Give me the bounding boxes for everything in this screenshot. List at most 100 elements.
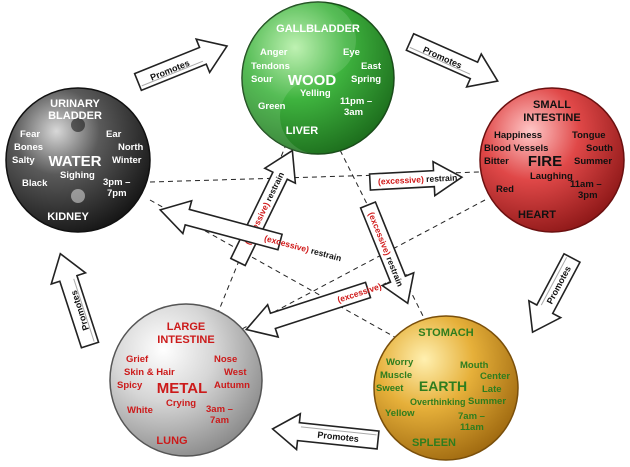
fire-organ-top: SMALL (533, 99, 571, 111)
metal-time: 3am – (206, 404, 233, 415)
yin-yang-swirl (242, 2, 356, 154)
metal-time-2: 7am (210, 415, 229, 426)
metal-taste: Spicy (117, 380, 143, 391)
water-sound: Sighing (60, 170, 95, 181)
metal-element: LARGE INTESTINE Grief Nose Skin & Hair W… (109, 303, 263, 457)
wood-direction: East (361, 61, 382, 72)
earth-organ-top: STOMACH (418, 327, 473, 339)
wood-organ-top: GALLBLADDER (276, 23, 360, 35)
restrain-arrow-wood-earth: (excessive) restrain (359, 200, 415, 305)
fire-organ-top-2: INTESTINE (523, 112, 580, 124)
wood-organ-bottom: LIVER (286, 125, 318, 137)
water-tissue: Bones (14, 142, 43, 153)
fire-organ-bottom: HEART (518, 209, 556, 221)
earth-sense: Mouth (460, 360, 489, 371)
wood-name: WOOD (288, 72, 336, 89)
water-organ-top: URINARY (50, 98, 100, 110)
earth-season-2: Summer (468, 396, 506, 407)
wood-emotion: Anger (260, 47, 288, 58)
metal-direction: West (224, 367, 247, 378)
fire-emotion: Happiness (494, 130, 542, 141)
water-direction: North (118, 142, 144, 153)
metal-color: White (127, 405, 153, 416)
water-circle (5, 87, 151, 233)
water-season: Winter (112, 155, 142, 166)
metal-organ-top: LARGE (167, 321, 206, 333)
wood-element: GALLBLADDER Anger Eye Tendons East Sour … (241, 1, 395, 155)
water-organ-bottom: KIDNEY (47, 211, 89, 223)
fire-time: 11am – (570, 179, 602, 190)
earth-element: STOMACH Worry Mouth Muscle Center Sweet … (373, 315, 519, 461)
wood-sound: Yelling (300, 88, 331, 99)
yin-yang-dot (71, 118, 85, 132)
excessive-label: (excessive) (263, 233, 310, 255)
water-organ-top-2: BLADDER (48, 110, 102, 122)
earth-emotion: Worry (386, 357, 414, 368)
metal-circle (109, 303, 263, 457)
svg-text:(excessive) restrain: (excessive) restrain (366, 211, 405, 288)
metal-emotion: Grief (126, 354, 149, 365)
metal-sense: Nose (214, 354, 237, 365)
promotes-arrow-fire-earth: Promotes (527, 252, 582, 334)
earth-color: Yellow (385, 408, 415, 419)
wood-taste: Sour (251, 74, 273, 85)
yin-yang-dot (71, 189, 85, 203)
earth-sound: Overthinking (410, 397, 466, 407)
earth-taste: Sweet (376, 383, 404, 394)
fire-sense: Tongue (572, 130, 606, 141)
restrain-label: restrain (310, 246, 343, 264)
wood-time: 11pm – (340, 96, 372, 107)
promotes-arrow-earth-metal: Promotes (271, 412, 380, 452)
fire-time-2: 3pm (578, 190, 598, 201)
restrain-arrow-earth-water: (excessive) restrain (158, 199, 343, 264)
water-time-2: 7pm (107, 188, 127, 199)
water-name: WATER (48, 153, 101, 170)
svg-text:(excessive) restrain: (excessive) restrain (378, 172, 458, 186)
restrain-arrow-water-fire: (excessive) restrain (368, 160, 464, 198)
wood-circle (241, 1, 395, 155)
promotes-arrow-water-wood: Promotes (133, 37, 229, 92)
earth-direction: Center (480, 371, 510, 382)
metal-name: METAL (157, 380, 208, 397)
fire-taste: Bitter (484, 156, 509, 167)
promotes-arrow-wood-fire: Promotes (405, 32, 499, 88)
metal-tissue: Skin & Hair (124, 367, 175, 378)
water-taste: Salty (12, 155, 35, 166)
water-time: 3pm – (103, 177, 130, 188)
fire-tissue: Blood Vessels (484, 143, 548, 154)
earth-circle (373, 315, 519, 461)
fire-color: Red (496, 184, 514, 195)
wood-sense: Eye (343, 47, 360, 58)
earth-tissue: Muscle (380, 370, 412, 381)
water-color: Black (22, 178, 48, 189)
water-element: URINARY BLADDER Fear Ear Bones North Sal… (5, 87, 151, 233)
fire-sound: Laughing (530, 171, 573, 182)
fire-direction: South (586, 143, 613, 154)
dashed-line-fire-metal (239, 199, 486, 331)
fire-name: FIRE (528, 153, 562, 170)
metal-sound: Crying (166, 398, 196, 409)
promotes-label: Promotes (317, 430, 359, 444)
wood-tissue: Tendons (251, 61, 290, 72)
earth-season: Late (482, 384, 502, 395)
fire-season: Summer (574, 156, 612, 167)
earth-name: EARTH (419, 378, 467, 394)
earth-time: 7am – (458, 411, 485, 422)
water-emotion: Fear (20, 129, 40, 140)
metal-organ-bottom: LUNG (156, 435, 187, 447)
water-sense: Ear (106, 129, 122, 140)
fire-element: SMALL INTESTINE Happiness Tongue Blood V… (479, 87, 625, 233)
wood-season: Spring (351, 74, 381, 85)
metal-season: Autumn (214, 380, 250, 391)
wood-time-2: 3am (344, 107, 363, 118)
restrain-label: restrain (426, 172, 458, 184)
promotes-arrow-metal-water: Promotes (50, 252, 100, 349)
earth-time-2: 11am (460, 422, 484, 433)
earth-organ-bottom: SPLEEN (412, 437, 456, 449)
excessive-label: (excessive) (378, 174, 424, 186)
dashed-line-water-fire (149, 171, 481, 183)
wood-color: Green (258, 101, 286, 112)
metal-organ-top-2: INTESTINE (157, 334, 214, 346)
fire-circle (479, 87, 625, 233)
